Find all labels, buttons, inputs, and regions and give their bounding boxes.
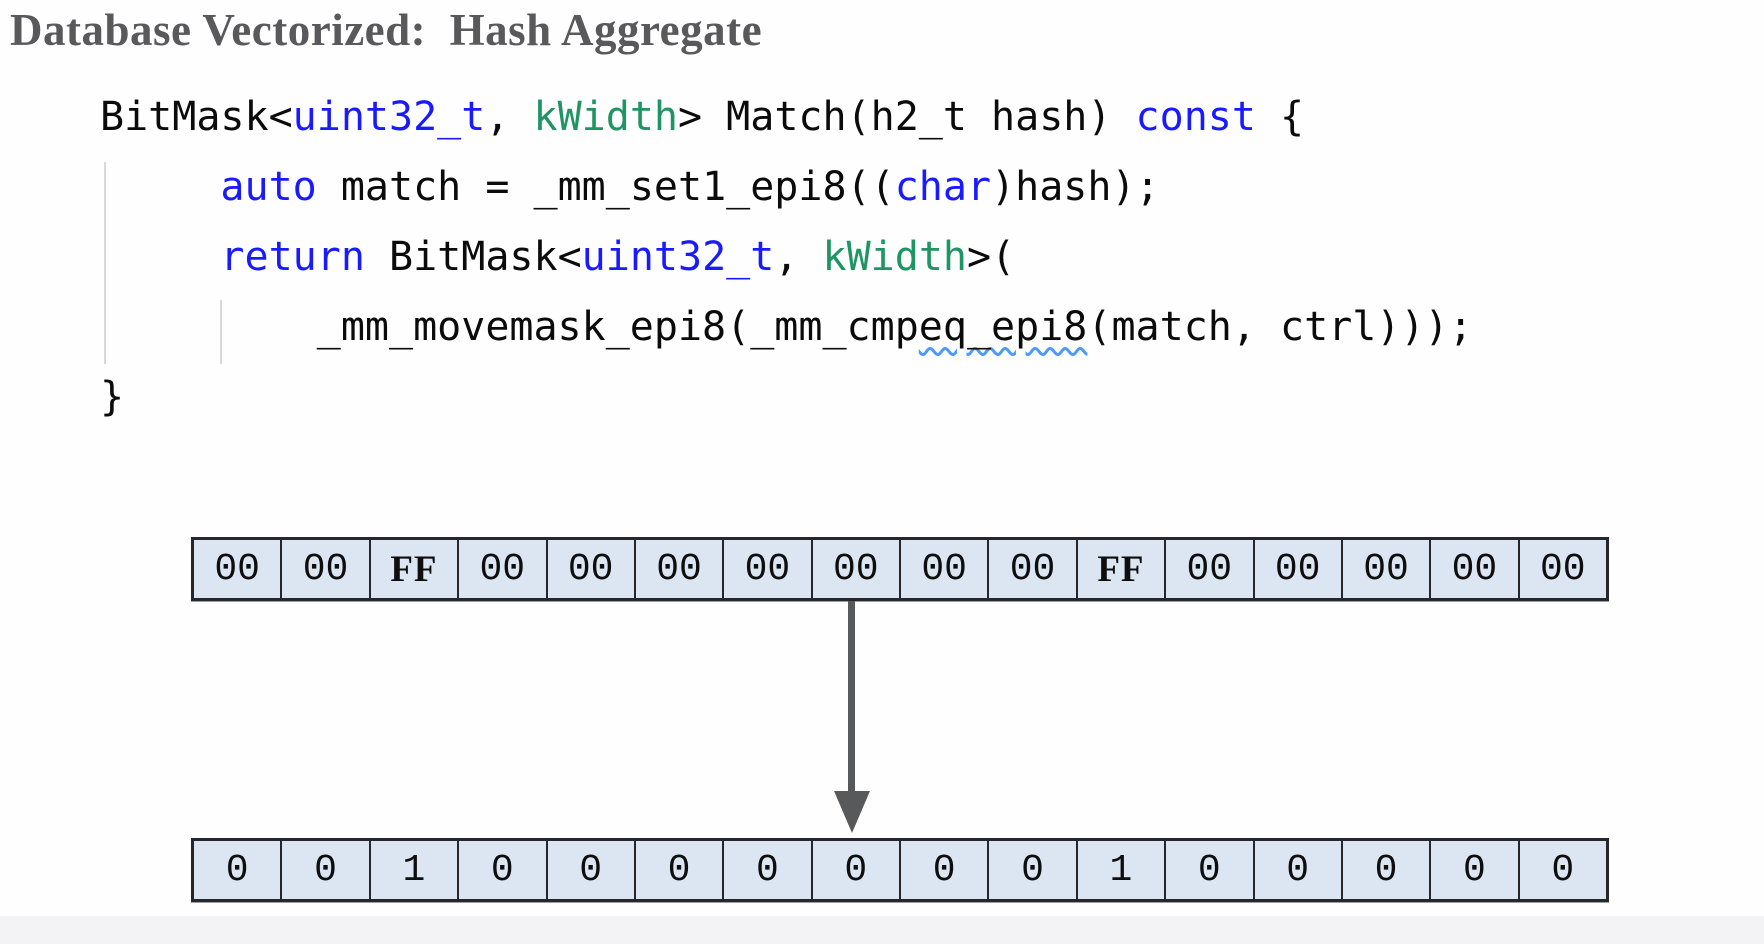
code-token: kWidth xyxy=(533,94,678,140)
byte-cell: 1 xyxy=(368,841,457,899)
byte-cell: 00 xyxy=(1517,540,1606,598)
byte-cell: 00 xyxy=(457,540,545,598)
code-token: const xyxy=(1135,94,1256,140)
code-line: return BitMask<uint32_t, kWidth>( xyxy=(100,222,1473,292)
byte-cell: 0 xyxy=(633,841,722,899)
code-token: >( xyxy=(967,234,1016,280)
byte-cell: 00 xyxy=(899,540,987,598)
code-block: BitMask<uint32_t, kWidth> Match(h2_t has… xyxy=(100,82,1473,432)
code-line: BitMask<uint32_t, kWidth> Match(h2_t has… xyxy=(100,82,1473,152)
byte-cell: 0 xyxy=(899,841,987,899)
byte-cell: 0 xyxy=(810,841,899,899)
page-title: Database Vectorized: Hash Aggregate xyxy=(10,5,763,55)
byte-cell: 0 xyxy=(722,841,810,899)
code-token: , xyxy=(774,234,823,280)
byte-cell: 00 xyxy=(1252,540,1341,598)
byte-cell: 0 xyxy=(457,841,545,899)
code-token: uint32_t xyxy=(581,234,775,280)
byte-cell: 0 xyxy=(1164,841,1252,899)
code-token: _mm_movemask_epi8(_mm_cmp xyxy=(100,304,919,350)
byte-cell: 00 xyxy=(1429,540,1517,598)
byte-cell: 0 xyxy=(1429,841,1517,899)
code-token: BitMask< xyxy=(100,94,293,140)
code-token: kWidth xyxy=(822,234,968,280)
code-token: uint32_t xyxy=(292,94,486,140)
code-token: auto xyxy=(220,164,317,210)
code-token-squiggle: eq_epi8 xyxy=(918,304,1088,350)
down-arrow-icon xyxy=(848,601,855,793)
byte-cell: 00 xyxy=(722,540,810,598)
byte-cell: 00 xyxy=(214,547,260,591)
code-token xyxy=(100,234,220,280)
byte-cell: 00 xyxy=(1340,540,1429,598)
byte-cell: 00 xyxy=(545,540,634,598)
byte-cell: 00 xyxy=(1164,540,1252,598)
byte-cell: 00 xyxy=(810,540,899,598)
code-token: )hash); xyxy=(991,164,1160,210)
code-token: BitMask< xyxy=(364,234,582,280)
code-token: match = _mm_set1_epi8(( xyxy=(316,164,895,210)
byte-cell: FF xyxy=(368,540,457,598)
byte-cell: FF xyxy=(1075,540,1164,598)
code-token: char xyxy=(894,164,992,210)
byte-cell: 00 xyxy=(280,540,368,598)
byte-cell: 0 xyxy=(1340,841,1429,899)
byte-cell: 0 xyxy=(545,841,634,899)
code-token: (match, ctrl))); xyxy=(1087,304,1473,350)
code-line: _mm_movemask_epi8(_mm_cmpeq_epi8(match, … xyxy=(100,292,1473,362)
byte-cell: 0 xyxy=(280,841,368,899)
byte-cell: 0 xyxy=(1517,841,1606,899)
byte-cell: 0 xyxy=(1252,841,1341,899)
code-token: > Match(h2_t hash) xyxy=(677,94,1136,140)
code-line: auto match = _mm_set1_epi8((char)hash); xyxy=(100,152,1473,222)
code-token: return xyxy=(220,234,365,280)
code-token: , xyxy=(485,94,534,140)
code-token: } xyxy=(100,374,125,420)
code-token xyxy=(100,164,220,210)
down-arrow-head-icon xyxy=(834,791,870,833)
indent-guide xyxy=(220,300,222,364)
code-token: { xyxy=(1255,94,1305,140)
byte-cell: 1 xyxy=(1075,841,1164,899)
byte-cell: 0 xyxy=(225,848,249,892)
code-line: } xyxy=(100,362,1473,432)
byte-cell: 00 xyxy=(633,540,722,598)
byte-cell: 0 xyxy=(987,841,1075,899)
bottom-strip xyxy=(0,916,1764,944)
indent-guide xyxy=(104,162,106,364)
byte-cell: 00 xyxy=(987,540,1075,598)
